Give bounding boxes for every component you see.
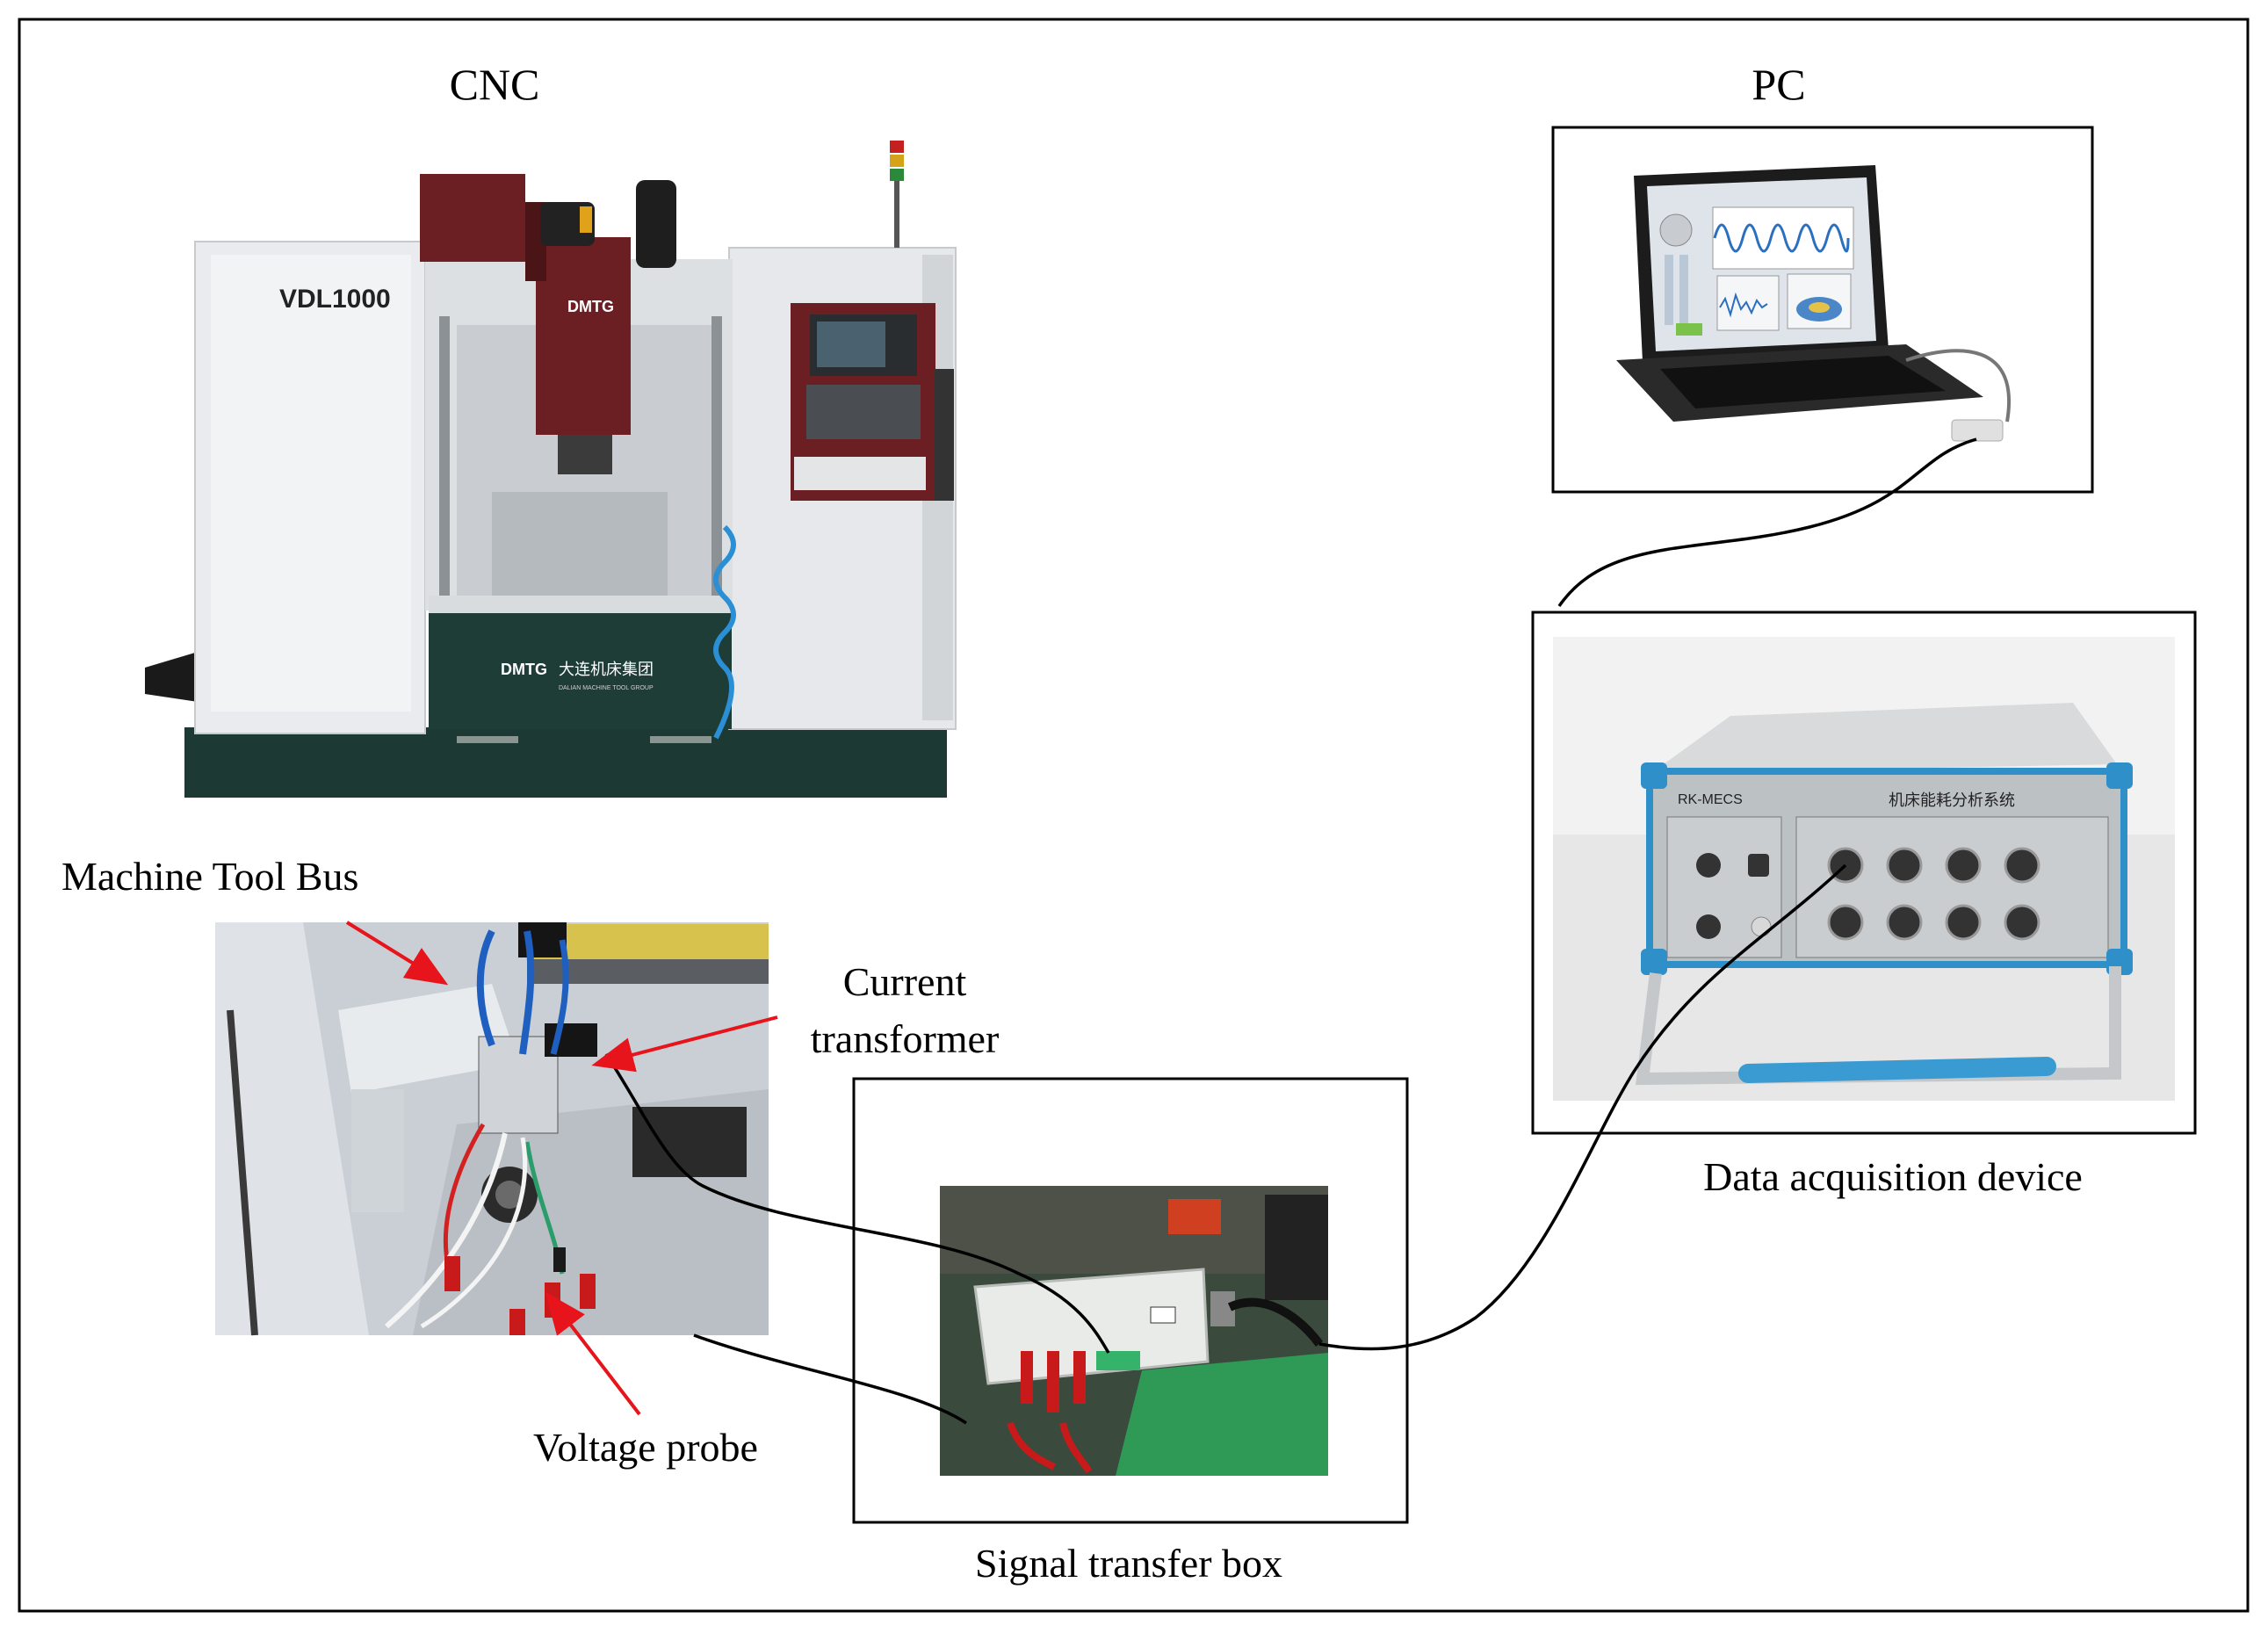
outer-frame — [18, 18, 2250, 1613]
transfer-box-photo — [940, 1186, 1328, 1476]
cable-pc-daq — [1557, 437, 1977, 607]
arrow-voltage-probe — [545, 1291, 641, 1416]
laptop-image — [1616, 165, 2011, 442]
cables — [604, 437, 1977, 1425]
arrow-machine-tool-bus — [345, 921, 449, 986]
spindle-logo: DMTG — [567, 298, 614, 315]
label-machine-tool-bus: Machine Tool Bus — [61, 854, 358, 899]
arrow-current-transformer — [591, 1015, 778, 1073]
label-voltage-probe: Voltage probe — [533, 1425, 758, 1470]
cable-box-daq — [1318, 863, 1847, 1351]
daq-frame — [1531, 611, 2197, 1135]
pc-frame — [1551, 126, 2094, 494]
transfer-box-frame — [852, 1077, 1409, 1524]
base-company-cn: 大连机床集团 — [559, 661, 654, 679]
label-current-line2: transformer — [811, 1016, 1000, 1061]
cnc-machine-image: DMTG DMTG 大连机床集团 DALIAN MACHINE TOOL GRO… — [145, 141, 957, 798]
label-current-line1: Current — [843, 959, 967, 1004]
cabinet-photo — [215, 922, 769, 1336]
cable-ct-box — [604, 1053, 1110, 1354]
label-pc: PC — [1752, 60, 1805, 109]
cable-probe-box — [693, 1333, 967, 1425]
label-cnc: CNC — [450, 60, 540, 109]
base-logo: DMTG — [501, 661, 547, 678]
label-data-acquisition-device: Data acquisition device — [1703, 1154, 2083, 1199]
base-company-en: DALIAN MACHINE TOOL GROUP — [559, 685, 654, 691]
daq-title-cn: 机床能耗分析系统 — [1889, 791, 2015, 810]
machine-model-label: VDL1000 — [279, 285, 391, 314]
label-signal-transfer-box: Signal transfer box — [975, 1541, 1282, 1586]
daq-device-image: RK-MECS 机床能耗分析系统 — [1553, 637, 2175, 1101]
daq-brand: RK-MECS — [1678, 792, 1743, 807]
